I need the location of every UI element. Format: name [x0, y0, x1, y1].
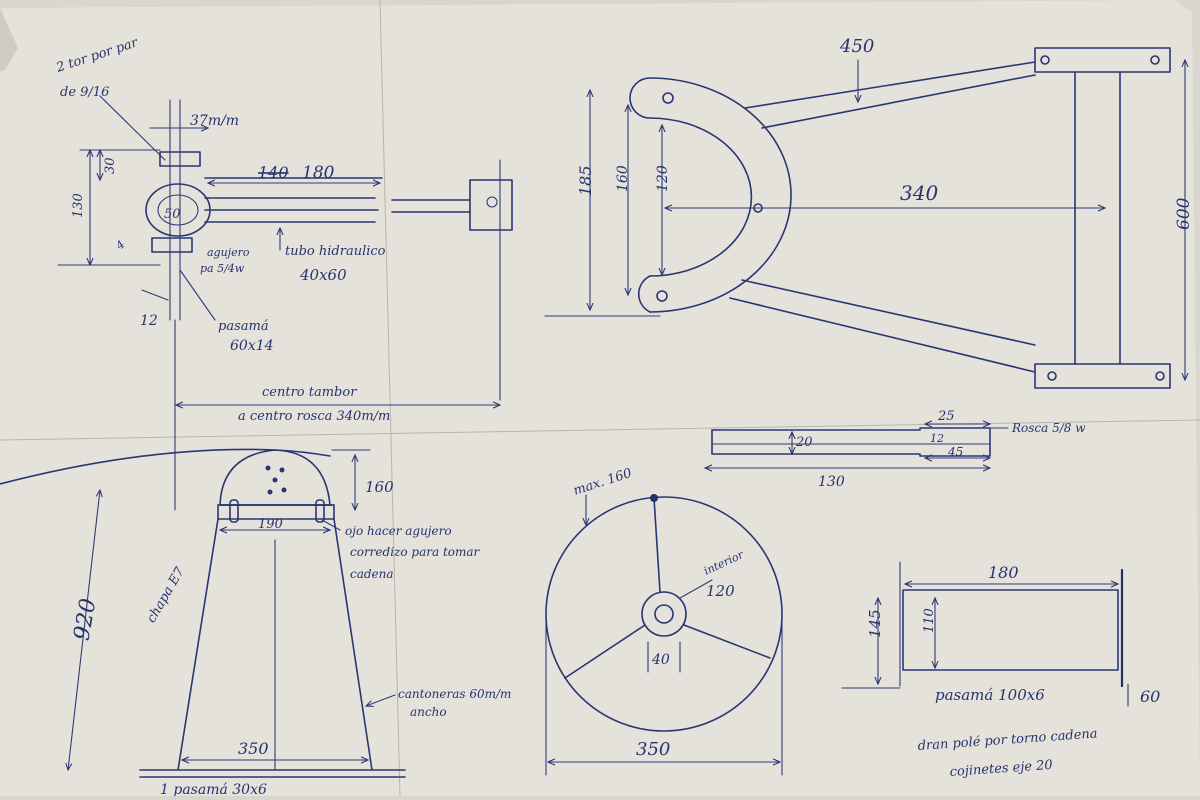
dim-37: 37m/m	[190, 113, 239, 129]
end-block	[469, 179, 513, 231]
u-frame-end	[637, 275, 651, 313]
dim-185: 185	[576, 165, 595, 196]
dim-45: 45	[947, 445, 963, 459]
dim-160: 160	[615, 165, 631, 192]
center-note: a centro rosca 340m/m	[238, 409, 390, 424]
wheel-hub	[641, 591, 687, 637]
angle-note: ancho	[410, 705, 447, 719]
bolt-nut	[151, 237, 193, 253]
chain-slot	[315, 499, 325, 523]
hub-note: 120	[706, 582, 735, 600]
dim-120: 120	[655, 165, 671, 192]
fold-line	[0, 419, 1200, 441]
dim-600: 600	[1174, 197, 1194, 230]
tube-note: tubo hidraulico	[285, 244, 386, 259]
base-plate-note: 1 pasamá 30x6	[160, 782, 267, 796]
pivot-hole	[662, 92, 674, 104]
hole-note: cadena	[350, 567, 394, 581]
arm-line	[729, 297, 1036, 373]
dim-350: 350	[636, 739, 670, 760]
bracket-plate-bottom	[1034, 363, 1171, 389]
paper-tear	[0, 8, 18, 72]
dim-line	[141, 289, 169, 301]
spoke	[564, 624, 646, 679]
dim-180: 180	[988, 563, 1019, 582]
hole-note: corredizo para tomar	[350, 545, 481, 559]
leader-line	[179, 269, 216, 321]
u-frame-detail: 185 160 120 340 450 600	[544, 36, 1194, 389]
spoke	[653, 497, 661, 593]
pivot-hole	[656, 290, 668, 302]
bracket-note: cojinetes eje 20	[949, 758, 1053, 780]
fold-line	[379, 0, 401, 797]
thickness: 60	[1140, 687, 1160, 706]
plate-note: pasamá	[218, 319, 269, 334]
angle-note: cantoneras 60m/m	[398, 687, 511, 701]
leader-line	[679, 579, 713, 599]
head-plate	[217, 504, 335, 520]
bolt-hole	[267, 489, 273, 495]
arm-line	[744, 61, 1036, 109]
hole-note: ojo hacer agujero	[345, 524, 452, 538]
dim-110: 110	[922, 608, 937, 633]
dim-180: 180	[302, 163, 335, 183]
dim-line	[68, 490, 100, 770]
wheel-bore	[654, 604, 674, 624]
bracket-plate	[902, 589, 1119, 671]
dim-190: 190	[258, 517, 283, 532]
bolt-hole	[279, 467, 285, 473]
plate-note: 60x14	[230, 338, 274, 354]
bolt-note: de 9/16	[60, 85, 109, 100]
dim-140-struck: 140	[258, 163, 289, 182]
leader-line	[321, 519, 341, 531]
u-frame-outer	[649, 77, 792, 313]
dim-450: 450	[839, 36, 874, 57]
stand-leg	[177, 518, 219, 771]
dim-340: 340	[900, 181, 938, 205]
bolt-hole	[265, 465, 271, 471]
dim-130: 130	[818, 474, 845, 490]
dim-145: 145	[866, 609, 884, 638]
axle-detail: 130 20 25 12 45 Rosca 5/8 w	[705, 409, 1086, 490]
stand-detail: 350 1 pasamá 30x6 190 160 920 chapa E7 o…	[0, 448, 511, 798]
dim-20: 20	[795, 435, 813, 450]
plate-hole	[1150, 55, 1160, 65]
arm-line	[741, 279, 1036, 346]
dim-40: 40	[651, 652, 670, 668]
dim-160: 160	[365, 478, 394, 496]
bracket-plate-top	[1034, 47, 1171, 73]
bolt-hole	[281, 487, 287, 493]
dim-50: 50	[164, 207, 181, 222]
u-frame-end	[629, 77, 651, 119]
spoke	[683, 624, 771, 659]
plate-hole	[1047, 371, 1057, 381]
dim-30: 30	[103, 157, 118, 174]
plate-hole	[1155, 371, 1165, 381]
stand-leg	[333, 518, 373, 771]
dim-12: 12	[930, 432, 944, 445]
arm-line	[761, 74, 1036, 129]
chain-slot	[229, 499, 239, 523]
plate-note: pasamá 100x6	[935, 686, 1045, 704]
dim-350: 350	[238, 739, 269, 758]
u-frame-inner	[649, 117, 753, 277]
bolt-head	[159, 151, 201, 167]
dim-12: 12	[140, 313, 158, 329]
hole-note: agujero	[207, 246, 250, 259]
center-note: centro tambor	[262, 385, 357, 400]
tube-note: 40x60	[299, 266, 347, 284]
thread-note: Rosca 5/8 w	[1011, 421, 1086, 435]
hole-note: pa 5/4w	[200, 262, 245, 275]
dim-25: 25	[937, 409, 955, 424]
dim-130: 130	[71, 193, 86, 218]
leader-line	[99, 95, 166, 161]
leader-line	[366, 694, 396, 706]
plate-hole	[1040, 55, 1050, 65]
bolt-hole	[272, 477, 278, 483]
outline-curve	[0, 448, 331, 485]
end-hole	[486, 196, 498, 208]
drum-bore	[157, 194, 199, 226]
